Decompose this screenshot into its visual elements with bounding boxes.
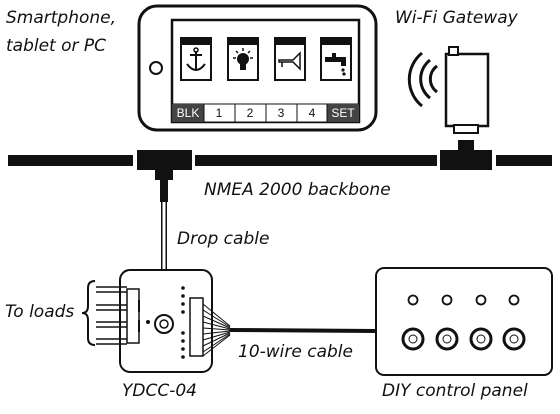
label-ten-wire: 10-wire cable: [238, 342, 353, 362]
tab-set: SET: [331, 106, 355, 120]
anchor-icon: [186, 47, 206, 71]
t-connector-left: [137, 150, 192, 180]
loads-brace: [81, 280, 96, 346]
label-ydcc: YDCC-04: [122, 381, 197, 401]
tab-blk: BLK: [177, 106, 200, 120]
ydcc-device: [119, 269, 213, 373]
label-diy-panel: DIY control panel: [382, 381, 528, 401]
panel-leds: [407, 294, 520, 306]
panel-buttons: [401, 327, 526, 351]
horn-icon: [278, 51, 301, 71]
tab-2: 2: [247, 106, 254, 120]
label-to-loads: To loads: [5, 302, 75, 322]
label-gateway: Wi-Fi Gateway: [395, 8, 518, 28]
tap-icon: [325, 53, 346, 76]
t-connector-right: [440, 140, 492, 170]
led-dots: [181, 286, 185, 359]
phone-tabs: BLK 1 2 3 4 SET: [177, 106, 356, 120]
label-smartphone-line2: tablet or PC: [6, 36, 107, 56]
bulb-icon: [233, 48, 253, 70]
label-drop-cable: Drop cable: [177, 229, 270, 249]
wifi-gateway: [444, 46, 490, 134]
tab-4: 4: [309, 106, 316, 120]
label-backbone: NMEA 2000 backbone: [204, 180, 391, 200]
tab-1: 1: [216, 106, 223, 120]
load-wires: [96, 286, 127, 345]
label-smartphone-line1: Smartphone,: [6, 8, 117, 28]
diy-control-panel: [375, 267, 553, 376]
tab-3: 3: [278, 106, 285, 120]
backbone: [8, 155, 552, 166]
ten-wire-cable: [202, 303, 377, 357]
wifi-waves-icon: [407, 51, 438, 108]
